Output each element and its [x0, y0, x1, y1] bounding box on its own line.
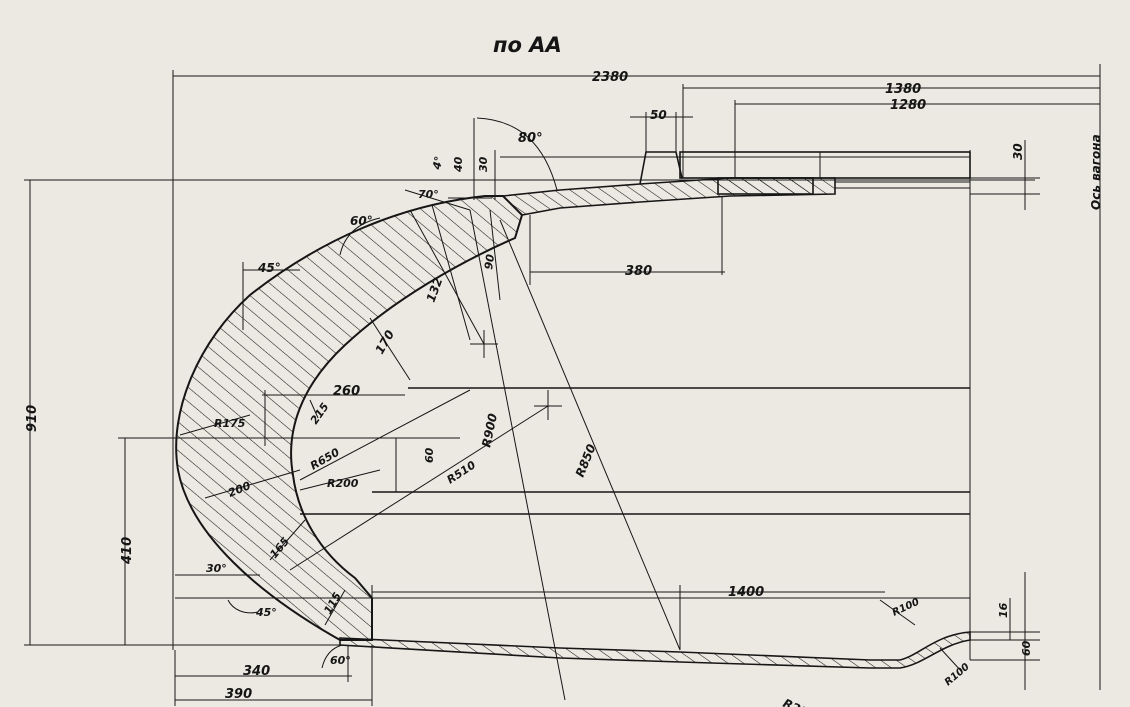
- angle-70: 70°: [418, 188, 439, 201]
- dim-60-mid: 60: [423, 447, 436, 463]
- angle-60: 60°: [350, 214, 373, 228]
- radius-510: R510: [445, 458, 479, 486]
- radius-100-bottom: R100: [943, 661, 972, 688]
- radius-250: R250: [781, 696, 818, 707]
- dim-50: 50: [650, 108, 667, 122]
- dim-60-right: 60: [1020, 640, 1033, 656]
- dim-910: 910: [25, 405, 40, 432]
- radius-650: R650: [308, 445, 342, 472]
- angle-45-bottom: 45°: [255, 606, 277, 619]
- angle-30: 30°: [206, 562, 227, 575]
- radius-200: R200: [327, 477, 359, 490]
- dim-380: 380: [625, 264, 652, 279]
- dim-260: 260: [333, 384, 360, 399]
- angle-4: 4°: [430, 155, 446, 172]
- angle-60-bottom: 60°: [330, 654, 351, 667]
- dim-340: 340: [243, 664, 270, 679]
- dim-2380: 2380: [592, 70, 628, 85]
- dim-170: 170: [372, 328, 397, 357]
- radius-850: R850: [573, 442, 599, 479]
- dim-1380: 1380: [885, 82, 921, 97]
- drawing-title: по АА: [493, 33, 562, 57]
- dim-30-right: 30: [1011, 143, 1025, 160]
- bottom-plate: [339, 631, 971, 669]
- dim-1280: 1280: [890, 98, 926, 113]
- dim-390: 390: [225, 687, 252, 702]
- axis-label: Ось вагона: [1089, 134, 1103, 210]
- dim-40: 40: [452, 156, 465, 173]
- dim-410: 410: [120, 537, 135, 565]
- dim-30-top: 30: [477, 156, 490, 172]
- dim-90: 90: [482, 253, 497, 270]
- dim-1400: 1400: [728, 585, 764, 600]
- top-cap: [679, 151, 971, 179]
- angle-45-top: 45°: [257, 261, 281, 275]
- radius-100-top: R100: [891, 597, 922, 619]
- angle-80: 80°: [518, 131, 543, 146]
- dim-16: 16: [997, 602, 1010, 618]
- radius-175: R175: [214, 417, 246, 430]
